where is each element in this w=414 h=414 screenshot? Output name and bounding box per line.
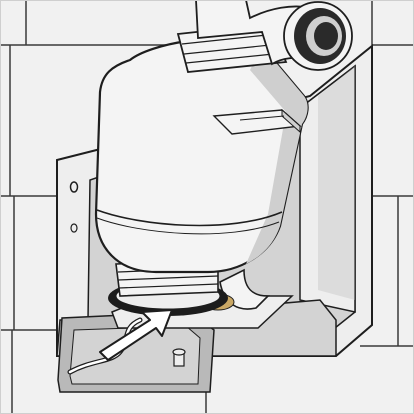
bolt-icon	[172, 348, 186, 367]
siphon-body-side	[246, 46, 308, 264]
side-clip	[212, 108, 302, 135]
screw-icon	[69, 181, 79, 193]
siphon-body-seam	[96, 209, 283, 227]
screw-icon-2	[70, 223, 78, 233]
siphon-body-seam-2	[96, 217, 280, 235]
wall-box-side-panel	[299, 64, 356, 313]
wall-box-side-shadow	[318, 66, 355, 300]
lower-opening-inner	[69, 325, 201, 385]
pipe-opening	[283, 1, 353, 71]
arrow-icon	[99, 309, 173, 361]
siphon-body-face	[110, 64, 286, 253]
